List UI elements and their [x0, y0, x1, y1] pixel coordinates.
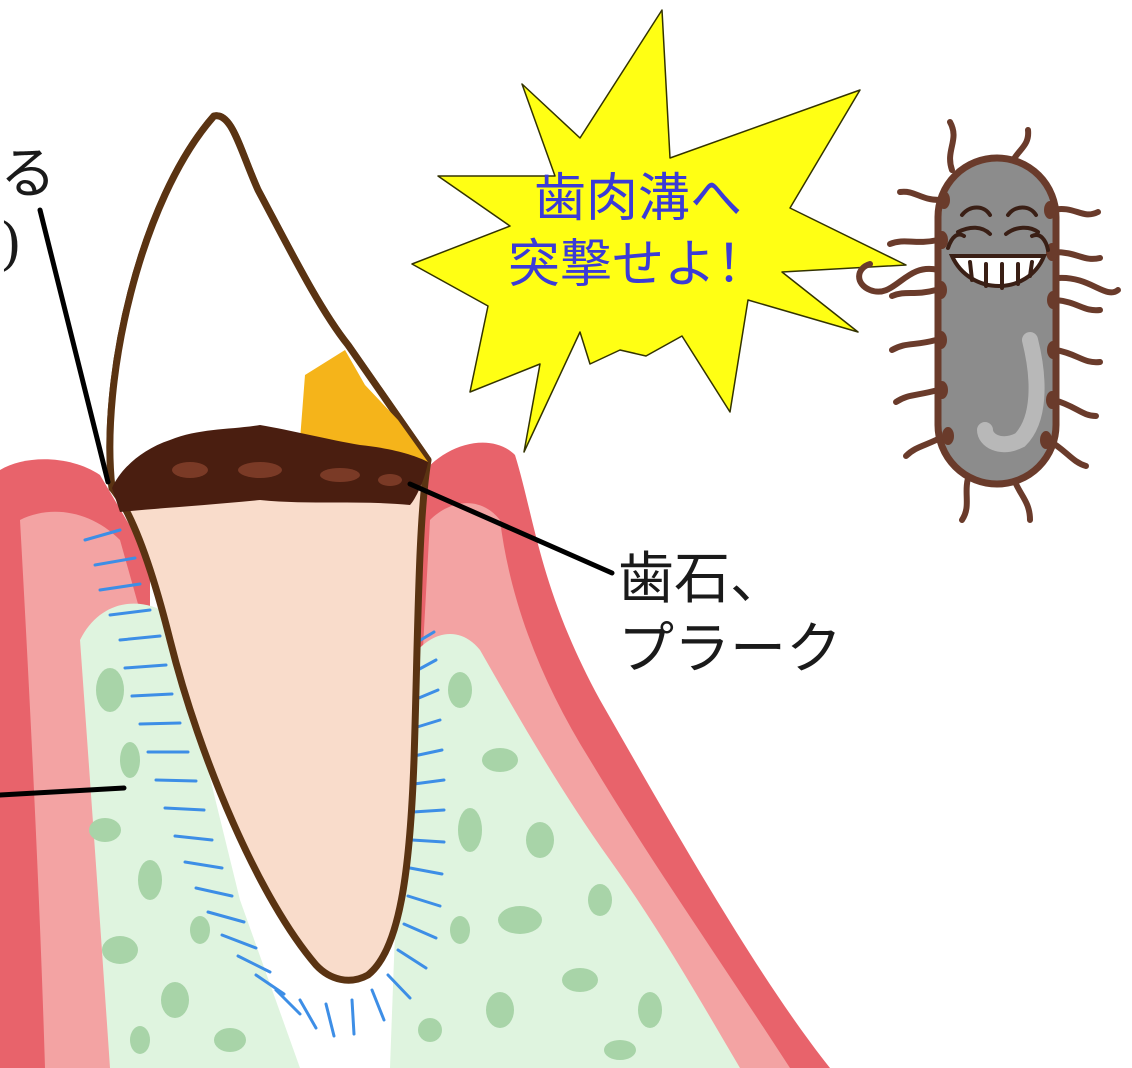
tartar-plaque-label-line1: 歯石、	[618, 545, 842, 615]
burst-caption-line1: 歯肉溝へ	[478, 166, 798, 232]
top-left-label-line1: る	[0, 140, 56, 210]
top-left-label-line2: )	[0, 210, 56, 280]
burst-caption-line2: 突撃せよ！	[478, 232, 798, 298]
tartar-plaque-label-line2: プラーク	[618, 615, 842, 685]
burst-caption: 歯肉溝へ 突撃せよ！	[478, 166, 798, 298]
bacterium-character-icon	[859, 122, 1118, 520]
top-left-label: る )	[0, 140, 56, 280]
tartar-plaque-label: 歯石、 プラーク	[618, 545, 842, 685]
